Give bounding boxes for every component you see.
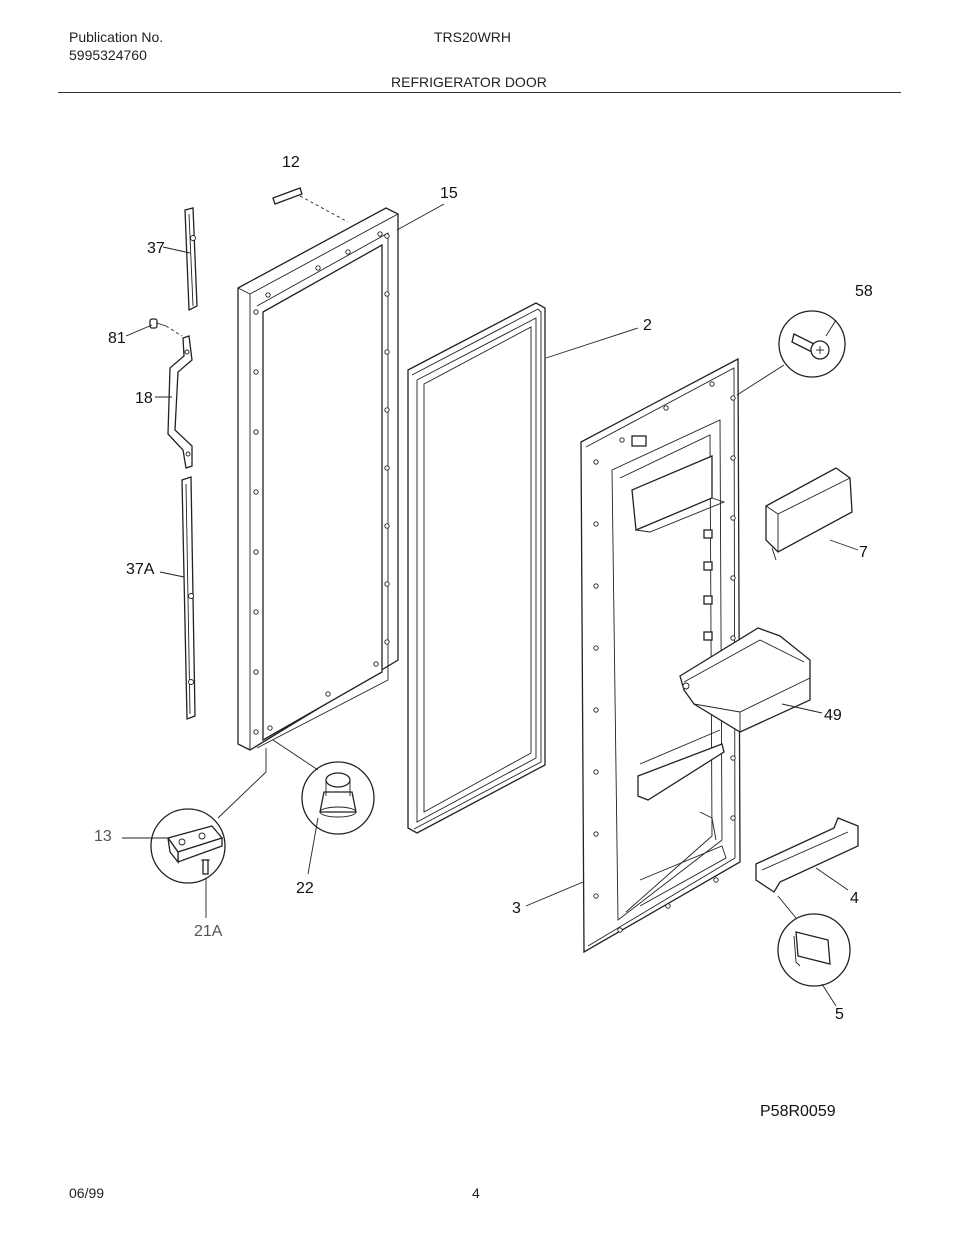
callout-12: 12 — [282, 154, 300, 171]
screw-hole — [253, 549, 259, 555]
screw-hole — [253, 429, 259, 435]
part-37-upper-trim — [184, 207, 198, 312]
screw-hole — [593, 459, 599, 465]
footer-date: 06/99 — [69, 1185, 105, 1201]
section-title: REFRIGERATOR DOOR — [391, 74, 547, 90]
screw-hole — [384, 407, 390, 413]
screw-hole — [384, 581, 390, 587]
leader-lines — [122, 203, 859, 1007]
screw-hole — [315, 265, 321, 271]
screw-hole — [253, 369, 259, 375]
screw-hole — [730, 755, 736, 761]
callout-3: 3 — [512, 900, 521, 917]
screw-hole — [593, 707, 599, 713]
callout-81: 81 — [108, 330, 126, 347]
screw-hole — [253, 669, 259, 675]
screw-hole — [253, 729, 259, 735]
screw-hole — [665, 903, 671, 909]
callout-37a: 37A — [126, 561, 155, 578]
screw-hole — [619, 437, 625, 443]
part-3-door-liner — [580, 357, 741, 954]
screw-hole — [730, 815, 736, 821]
screw-hole — [345, 249, 351, 255]
callout-49: 49 — [824, 707, 842, 724]
screw-hole — [730, 455, 736, 461]
part-22-door-stop-detail — [272, 739, 375, 835]
screw-hole — [384, 349, 390, 355]
part-2-door-gasket — [407, 302, 546, 834]
publication-label: Publication No. — [69, 29, 164, 45]
screw-hole — [663, 405, 669, 411]
part-12-label-plate — [272, 187, 349, 223]
part-7-dairy-door — [765, 467, 853, 561]
callout-18: 18 — [135, 390, 153, 407]
screw-hole — [713, 877, 719, 883]
screw-hole — [253, 609, 259, 615]
screw-hole — [593, 645, 599, 651]
screw-hole — [730, 575, 736, 581]
callout-4: 4 — [850, 890, 859, 907]
screw-hole — [617, 927, 623, 933]
callout-22: 22 — [296, 880, 314, 897]
screw-hole — [384, 465, 390, 471]
page-number: 4 — [472, 1185, 480, 1201]
screw-hole — [593, 769, 599, 775]
part-15-door-frame — [237, 207, 399, 751]
part-13-hinge-detail — [150, 748, 267, 884]
screw-hole — [593, 831, 599, 837]
screw-hole — [384, 523, 390, 529]
screw-hole — [384, 639, 390, 645]
callout-5: 5 — [835, 1006, 844, 1023]
screw-hole — [267, 725, 273, 731]
part-18-door-handle — [167, 335, 193, 469]
part-5-cap-detail — [777, 895, 851, 987]
screw-hole — [377, 231, 383, 237]
part-4-door-rail — [755, 817, 859, 893]
part-81-screw — [149, 318, 183, 337]
callout-21a: 21A — [194, 923, 223, 940]
model-number: TRS20WRH — [434, 29, 512, 45]
screw-hole — [730, 395, 736, 401]
screw-hole — [709, 381, 715, 387]
screw-hole — [593, 521, 599, 527]
callout-2: 2 — [643, 317, 652, 334]
screw-hole — [730, 635, 736, 641]
part-37a-lower-trim — [181, 476, 196, 720]
part-49-door-bin — [679, 627, 811, 733]
screw-hole — [384, 233, 390, 239]
callout-15: 15 — [440, 185, 458, 202]
callout-13: 13 — [94, 828, 112, 845]
screw-hole — [325, 691, 331, 697]
callout-7: 7 — [859, 544, 868, 561]
screw-hole — [253, 489, 259, 495]
screw-hole — [253, 309, 259, 315]
screw-hole — [384, 291, 390, 297]
screw-hole — [373, 661, 379, 667]
screw-hole — [593, 893, 599, 899]
screw-hole — [730, 515, 736, 521]
screw-hole — [265, 292, 271, 298]
screw-hole — [593, 583, 599, 589]
drawing-code: P58R0059 — [760, 1103, 836, 1120]
publication-number: 5995324760 — [69, 47, 147, 63]
callout-37: 37 — [147, 240, 165, 257]
callout-58: 58 — [855, 283, 873, 300]
part-58-screw-detail — [736, 310, 846, 396]
header-rule — [58, 92, 901, 93]
